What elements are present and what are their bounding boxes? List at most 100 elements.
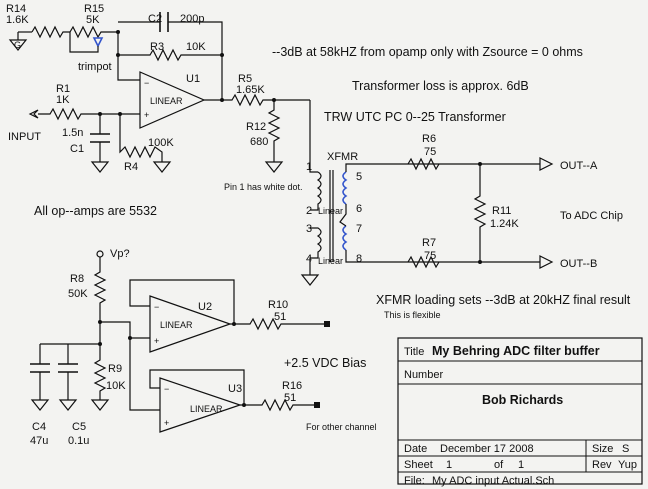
- xfmr-core: [329, 170, 334, 262]
- title-value: My Behring ADC filter buffer: [432, 344, 600, 358]
- xfmr-pin-8: 8: [356, 253, 362, 265]
- r8-value: 50K: [68, 288, 88, 300]
- date-label: Date: [404, 443, 427, 455]
- resistor-r10: [230, 317, 324, 331]
- resistor-r1: [38, 107, 140, 121]
- wire: [309, 100, 318, 173]
- opamp-u1: [139, 71, 206, 129]
- note-transformer-loss: Transformer loss is approx. 6dB: [352, 79, 529, 93]
- r14-value: 1.6K: [6, 14, 29, 26]
- capacitor-c4: [30, 363, 50, 373]
- xfmr-primary-coil-b: [309, 227, 322, 275]
- note-transformer-model: TRW UTC PC 0--25 Transformer: [324, 110, 506, 124]
- r16-value: 51: [284, 392, 296, 404]
- size-label: Size: [592, 443, 613, 455]
- c1-value: 1.5n: [62, 127, 83, 139]
- svg-text:−: −: [144, 78, 149, 88]
- author-name: Bob Richards: [482, 393, 563, 407]
- ground-symbol: [264, 161, 284, 173]
- terminal-icon: [314, 402, 320, 408]
- svg-text:G: G: [14, 40, 21, 50]
- r12-value: 680: [250, 136, 268, 148]
- xfmr-pin-5: 5: [356, 171, 362, 183]
- u3-ref: U3: [228, 383, 242, 395]
- r5-ref: R5: [238, 73, 252, 85]
- svg-text:+: +: [144, 110, 149, 120]
- wire: [149, 369, 245, 405]
- sheet-value: 1: [446, 459, 452, 471]
- u3-label: LINEAR: [190, 404, 223, 414]
- c2-value: 200p: [180, 13, 204, 25]
- wire: [39, 344, 69, 400]
- r12-ref: R12: [246, 121, 266, 133]
- wire: [345, 250, 480, 263]
- u2-ref: U2: [198, 301, 212, 313]
- capacitor-c1: [90, 133, 110, 143]
- r11-ref: R11: [492, 205, 511, 217]
- ground-symbol: [90, 399, 110, 411]
- r3-value: 10K: [186, 41, 206, 53]
- r9-value: 10K: [106, 380, 126, 392]
- r16-ref: R16: [282, 380, 302, 392]
- flexible-note: This is flexible: [384, 310, 441, 320]
- c4-ref: C4: [32, 421, 46, 433]
- out-a-label: OUT--A: [560, 160, 598, 172]
- xfmr-primary-coil-a: [310, 171, 322, 211]
- opamp-u2: [149, 295, 232, 353]
- c5-ref: C5: [72, 421, 86, 433]
- svg-text:+: +: [154, 336, 159, 346]
- bias-label: +2.5 VDC Bias: [284, 356, 366, 370]
- u2-label: LINEAR: [160, 320, 193, 330]
- out-b-label: OUT--B: [560, 258, 597, 270]
- r10-value: 51: [274, 311, 286, 323]
- resistor-r15: [69, 25, 110, 39]
- resistor-r3: [118, 48, 222, 62]
- wire: [129, 279, 235, 324]
- resistor-r7: [407, 255, 440, 269]
- resistor-r9: [93, 330, 107, 400]
- ground-symbol: [90, 161, 110, 173]
- wire: [118, 21, 223, 100]
- xfmr-secondary-coil-b: [342, 225, 348, 251]
- input-arrow-icon: [28, 109, 39, 119]
- r5-value: 1.65K: [236, 84, 265, 96]
- xfmr-pin-1: 1: [306, 161, 312, 173]
- to-adc-label: To ADC Chip: [560, 210, 623, 222]
- resistor-r11: [473, 164, 487, 262]
- sheet-label: Sheet: [404, 459, 433, 471]
- r1-ref: R1: [56, 83, 70, 95]
- xfmr-ref: XFMR: [327, 151, 358, 163]
- r1-value: 1K: [56, 94, 70, 106]
- capacitor-c2: [159, 12, 169, 32]
- trimpot-label: trimpot: [78, 61, 112, 73]
- input-label: INPUT: [8, 131, 41, 143]
- size-value: S: [622, 443, 629, 455]
- file-value: My ADC input Actual.Sch: [432, 475, 554, 487]
- xfmr-pin-7: 7: [356, 223, 362, 235]
- arrow-right-icon: [539, 157, 554, 171]
- resistor-r4: [119, 114, 163, 162]
- ground-symbol: [30, 399, 50, 411]
- vp-label: Vp?: [110, 248, 130, 260]
- u1-ref: U1: [186, 73, 200, 85]
- wire: [69, 32, 99, 53]
- note-xfmr-loading: XFMR loading sets --3dB at 20kHZ final r…: [376, 293, 631, 307]
- resistor-r5: [222, 93, 310, 107]
- of-label: of: [494, 459, 504, 471]
- c2-ref: C2: [148, 13, 162, 25]
- ground-symbol: G: [8, 32, 28, 51]
- note-opamps: All op--amps are 5532: [34, 204, 157, 218]
- title-label: Title: [404, 346, 424, 358]
- c5-value: 0.1u: [68, 435, 89, 447]
- xfmr-core-label-2: Linear: [318, 256, 343, 266]
- u1-label: LINEAR: [150, 96, 183, 106]
- c1-ref: C1: [70, 143, 84, 155]
- r4-ref: R4: [124, 161, 138, 173]
- r6-ref: R6: [422, 133, 436, 145]
- vp-terminal-icon: [96, 250, 104, 258]
- ground-symbol: [58, 399, 78, 411]
- date-value: December 17 2008: [440, 443, 534, 455]
- r4-value: 100K: [148, 137, 174, 149]
